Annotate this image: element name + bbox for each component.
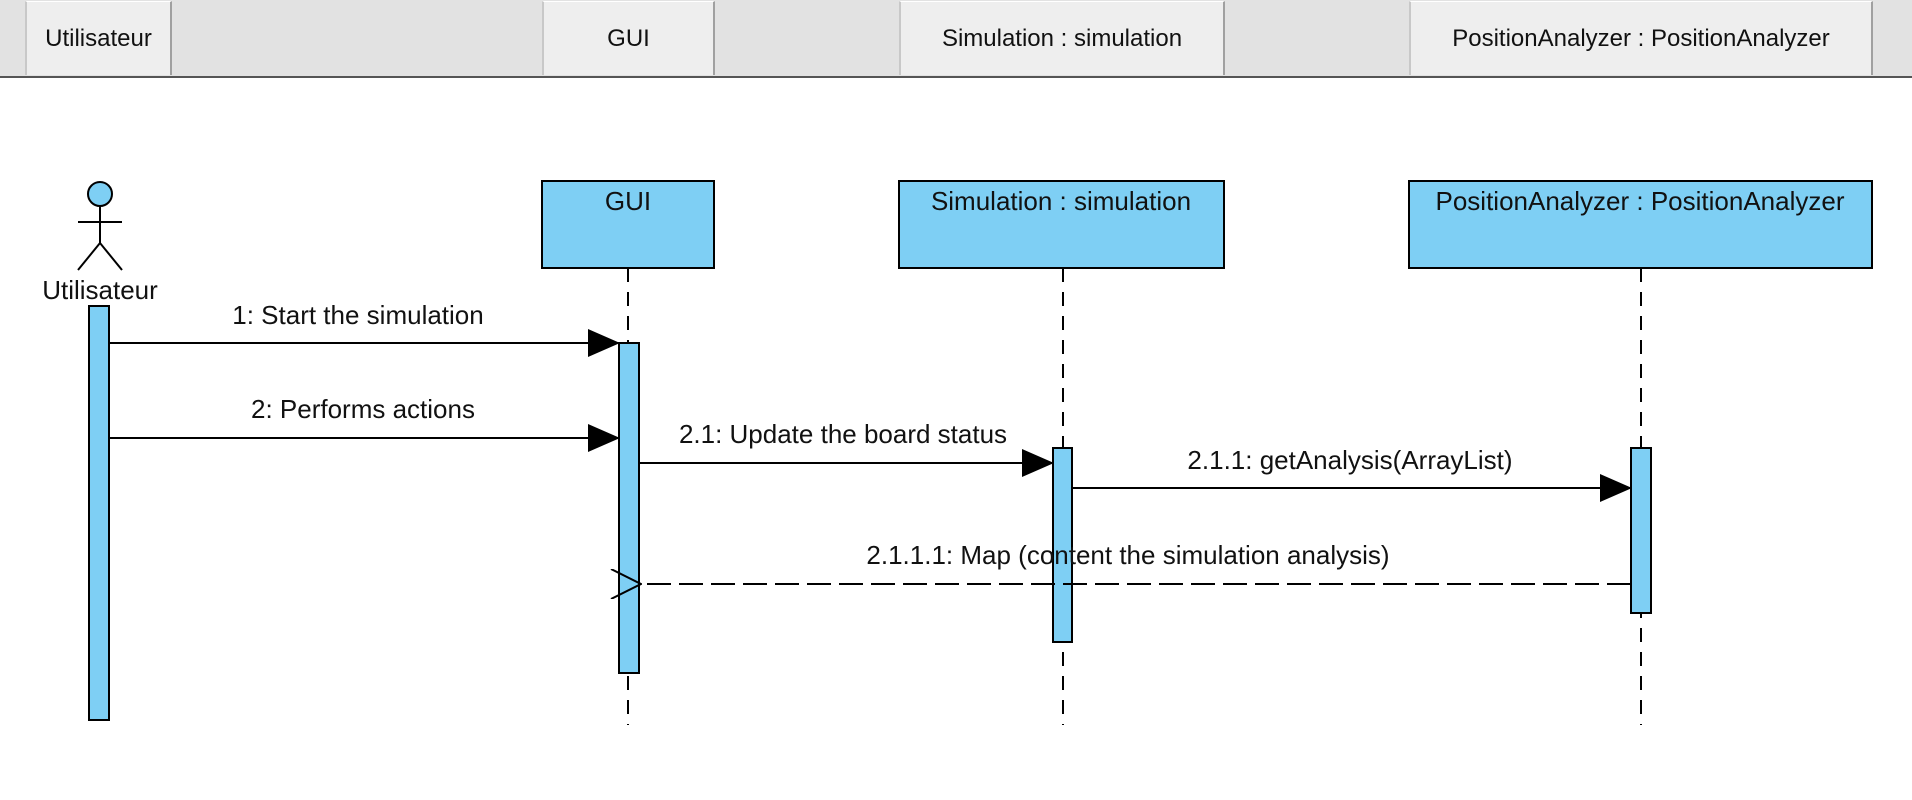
message-label: 2.1: Update the board status [679, 419, 1007, 449]
message-update-board-status[interactable]: 2.1: Update the board status [639, 419, 1054, 477]
message-start-simulation[interactable]: 1: Start the simulation [109, 300, 620, 357]
header-actor-label: Utilisateur [45, 24, 152, 52]
actor-name-label: Utilisateur [42, 275, 158, 305]
header-lifeline-simulation[interactable]: Simulation : simulation [899, 1, 1225, 75]
message-label: 2.1.1: getAnalysis(ArrayList) [1187, 445, 1512, 475]
header-analyzer-label: PositionAnalyzer : PositionAnalyzer [1452, 24, 1830, 52]
message-label: 2.1.1.1: Map (content the simulation ana… [866, 540, 1389, 570]
actor-stick-figure-icon [77, 181, 123, 271]
lifeline-head-simulation[interactable]: Simulation : simulation [898, 180, 1225, 269]
actor-utilisateur[interactable]: Utilisateur [42, 181, 158, 305]
header-lifeline-gui[interactable]: GUI [542, 1, 715, 75]
message-label: 2: Performs actions [251, 394, 475, 424]
lifeline-header-bar: Utilisateur GUI Simulation : simulation … [0, 0, 1912, 78]
message-label: 1: Start the simulation [232, 300, 483, 330]
lifeline-simulation-title: Simulation : simulation [931, 186, 1191, 216]
lifeline-head-gui[interactable]: GUI [541, 180, 715, 269]
message-performs-actions[interactable]: 2: Performs actions [109, 394, 620, 452]
lifeline-head-analyzer[interactable]: PositionAnalyzer : PositionAnalyzer [1408, 180, 1873, 269]
message-get-analysis[interactable]: 2.1.1: getAnalysis(ArrayList) [1072, 445, 1632, 502]
activation-bar-simulation[interactable] [1052, 447, 1073, 643]
header-simulation-label: Simulation : simulation [941, 24, 1183, 52]
header-actor-utilisateur[interactable]: Utilisateur [25, 1, 172, 75]
lifeline-analyzer-title: PositionAnalyzer : PositionAnalyzer [1436, 186, 1845, 216]
header-lifeline-analyzer[interactable]: PositionAnalyzer : PositionAnalyzer [1409, 1, 1873, 75]
activation-bar-utilisateur[interactable] [88, 305, 110, 721]
header-gui-label: GUI [607, 24, 650, 52]
message-return-map[interactable]: 2.1.1.1: Map (content the simulation ana… [641, 540, 1631, 584]
lifeline-gui-title: GUI [605, 186, 651, 216]
activation-bar-analyzer[interactable] [1630, 447, 1652, 614]
activation-bar-gui[interactable] [618, 342, 640, 674]
